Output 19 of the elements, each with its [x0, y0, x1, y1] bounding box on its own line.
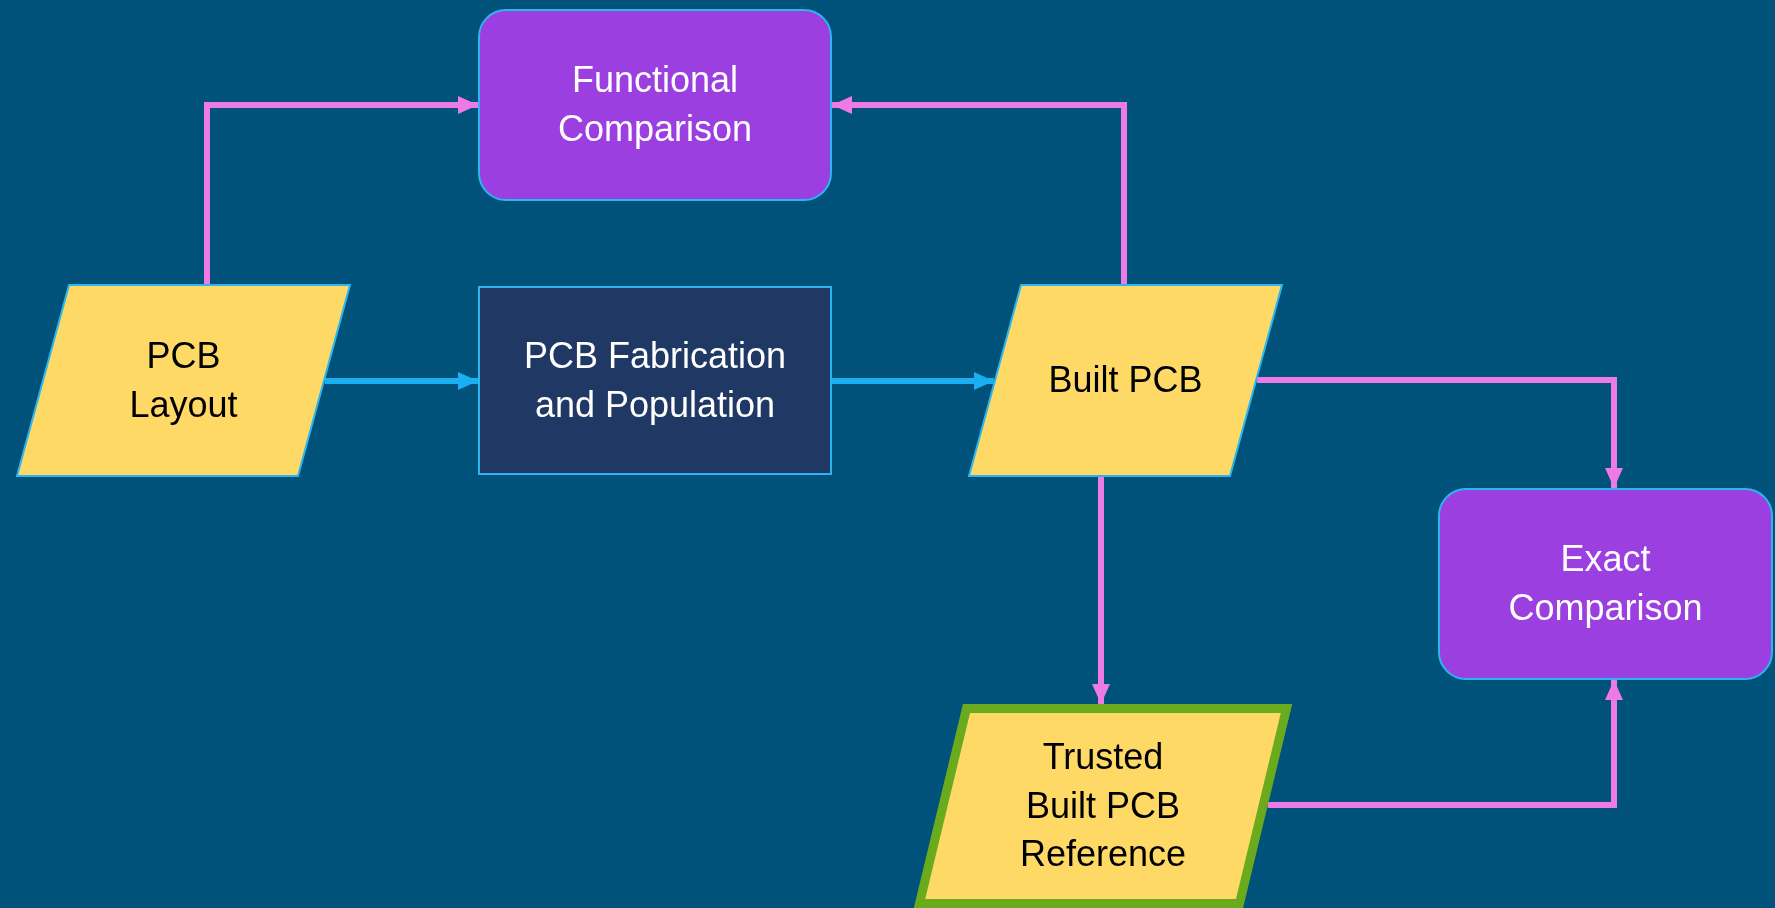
process-box [478, 286, 832, 475]
arrow [1257, 377, 1623, 488]
data-parallelogram [968, 284, 1283, 477]
node-text: Functional Comparison [556, 58, 754, 151]
arrow [204, 96, 478, 284]
arrow [1092, 477, 1110, 704]
arrow [832, 372, 994, 390]
process-box [478, 9, 832, 201]
arrow [832, 96, 1127, 284]
node-text: Exact Comparison [1507, 537, 1704, 630]
node-text: Built PCB [1048, 358, 1203, 403]
node-text: PCB Layout [128, 333, 239, 427]
arrow [1267, 680, 1623, 808]
arrow [324, 372, 478, 390]
node-text: PCB Fabrication and Population [522, 333, 788, 427]
data-parallelogram [16, 284, 351, 477]
process-box [1438, 488, 1773, 680]
data-parallelogram [915, 704, 1291, 908]
node-text: Trusted Built PCB Reference [1018, 735, 1188, 877]
